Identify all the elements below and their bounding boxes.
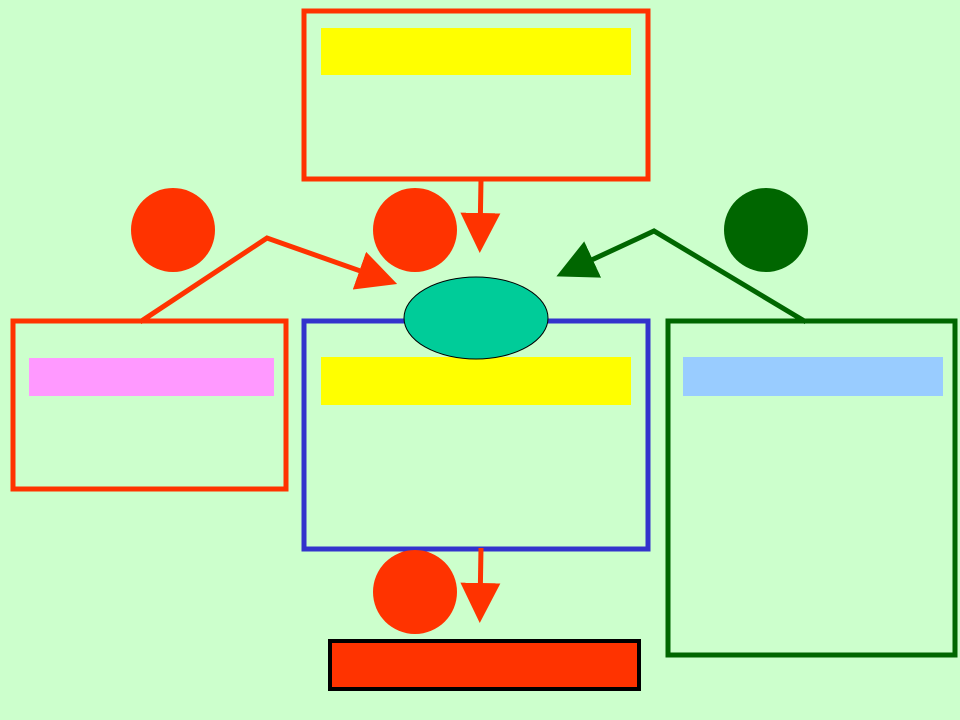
- left-red-circle: [131, 188, 215, 272]
- center-box-title-bar: [321, 357, 631, 405]
- left-box: [10, 318, 289, 492]
- arrow-right-to-center: [556, 228, 808, 325]
- right-box-title-bar: [683, 357, 943, 396]
- center-ellipse: [403, 276, 549, 360]
- arrow-center-to-bottom: [460, 547, 501, 623]
- top-box-frame: [301, 8, 651, 182]
- center-node: [403, 276, 549, 360]
- center-red-circle: [373, 188, 457, 272]
- bottom-bar: [328, 639, 641, 691]
- right-box: [665, 318, 958, 658]
- left-box-title-bar: [29, 358, 274, 396]
- left-box-frame: [10, 318, 289, 492]
- top-box-title-bar: [321, 28, 631, 75]
- bottom-red-circle: [373, 550, 457, 634]
- arrow-top-to-center: [460, 179, 501, 253]
- top-box: [301, 8, 651, 182]
- arrow-left-to-center: [138, 235, 398, 325]
- right-green-circle: [724, 188, 808, 272]
- right-box-frame: [665, 318, 958, 658]
- bottom-bar-rect: [328, 639, 641, 691]
